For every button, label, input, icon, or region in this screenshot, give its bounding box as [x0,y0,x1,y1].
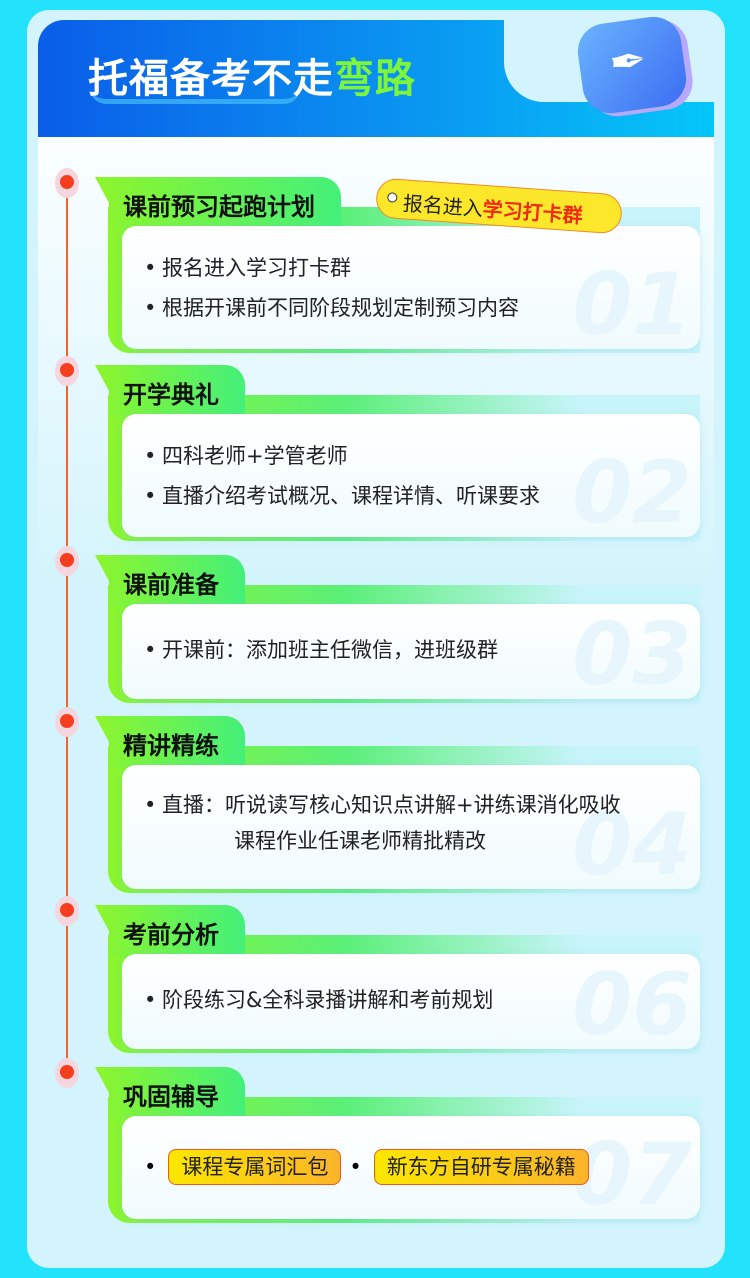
timeline-line [66,182,68,1072]
section-opening-ceremony: 开学典礼 四科老师+学管老师 直播介绍考试概况、课程详情、听课要求 02 [95,365,700,543]
list-item: 直播介绍考试概况、课程详情、听课要求 [144,476,700,516]
vocab-pack-pill[interactable]: 课程专属词汇包 [168,1149,342,1185]
section-title: 课前预习起跑计划 [95,177,341,229]
title-main: 托福备考不走 [88,56,334,102]
list-item-continued: 课程作业任课老师精批精改 [234,829,486,853]
section-title: 精讲精练 [95,716,245,768]
timeline-dot [55,546,79,576]
section-title: 巩固辅导 [95,1067,245,1119]
exclusive-guide-pill[interactable]: 新东方自研专属秘籍 [373,1149,589,1185]
timeline-dot [55,356,79,386]
section-card: 直播：听说读写核心知识点讲解+讲练课消化吸收 课程作业任课老师精批精改 04 [122,765,700,895]
section-title: 考前分析 [95,905,245,957]
list-item: 四科老师+学管老师 [144,436,700,476]
list-item: 报名进入学习打卡群 [144,248,700,288]
timeline-dot [55,1058,79,1088]
section-number: 07 [572,1125,692,1225]
section-card: 阶段练习&全科录播讲解和考前规划 06 [122,954,700,1055]
title-highlight: 弯路 [334,56,416,102]
page-title: 托福备考不走弯路 [88,46,416,104]
timeline-dot [55,168,79,198]
section-card: 开课前：添加班主任微信，进班级群 03 [122,604,700,705]
section-preview-plan: 课前预习起跑计划 报名进入学习打卡群 根据开课前不同阶段规划定制预习内容 01 [95,177,700,355]
section-card: • 课程专属词汇包 • 新东方自研专属秘籍 07 [122,1116,700,1225]
section-pre-exam-analysis: 考前分析 阶段练习&全科录播讲解和考前规划 06 [95,905,700,1055]
section-consolidation: 巩固辅导 • 课程专属词汇包 • 新东方自研专属秘籍 07 [95,1067,700,1225]
timeline-dot [55,896,79,926]
list-item: 阶段练习&全科录播讲解和考前规划 [144,980,700,1020]
section-title: 课前准备 [95,555,245,607]
list-item: 开课前：添加班主任微信，进班级群 [144,630,700,670]
title-underline-decoration [90,88,300,104]
timeline-dot [55,707,79,737]
section-preparation: 课前准备 开课前：添加班主任微信，进班级群 03 [95,555,700,705]
tag-prefix: 报名进入 [402,191,484,221]
list-item: 根据开课前不同阶段规划定制预习内容 [144,288,700,328]
pen-nib-icon: ✒ [574,13,690,117]
list-item: 直播：听说读写核心知识点讲解+讲练课消化吸收 [144,787,700,823]
section-intensive: 精讲精练 直播：听说读写核心知识点讲解+讲练课消化吸收 课程作业任课老师精批精改… [95,716,700,895]
tag-highlight: 学习打卡群 [481,196,584,228]
section-card: 四科老师+学管老师 直播介绍考试概况、课程详情、听课要求 02 [122,414,700,543]
section-card: 报名进入学习打卡群 根据开课前不同阶段规划定制预习内容 01 [122,226,700,355]
section-title: 开学典礼 [95,365,245,417]
